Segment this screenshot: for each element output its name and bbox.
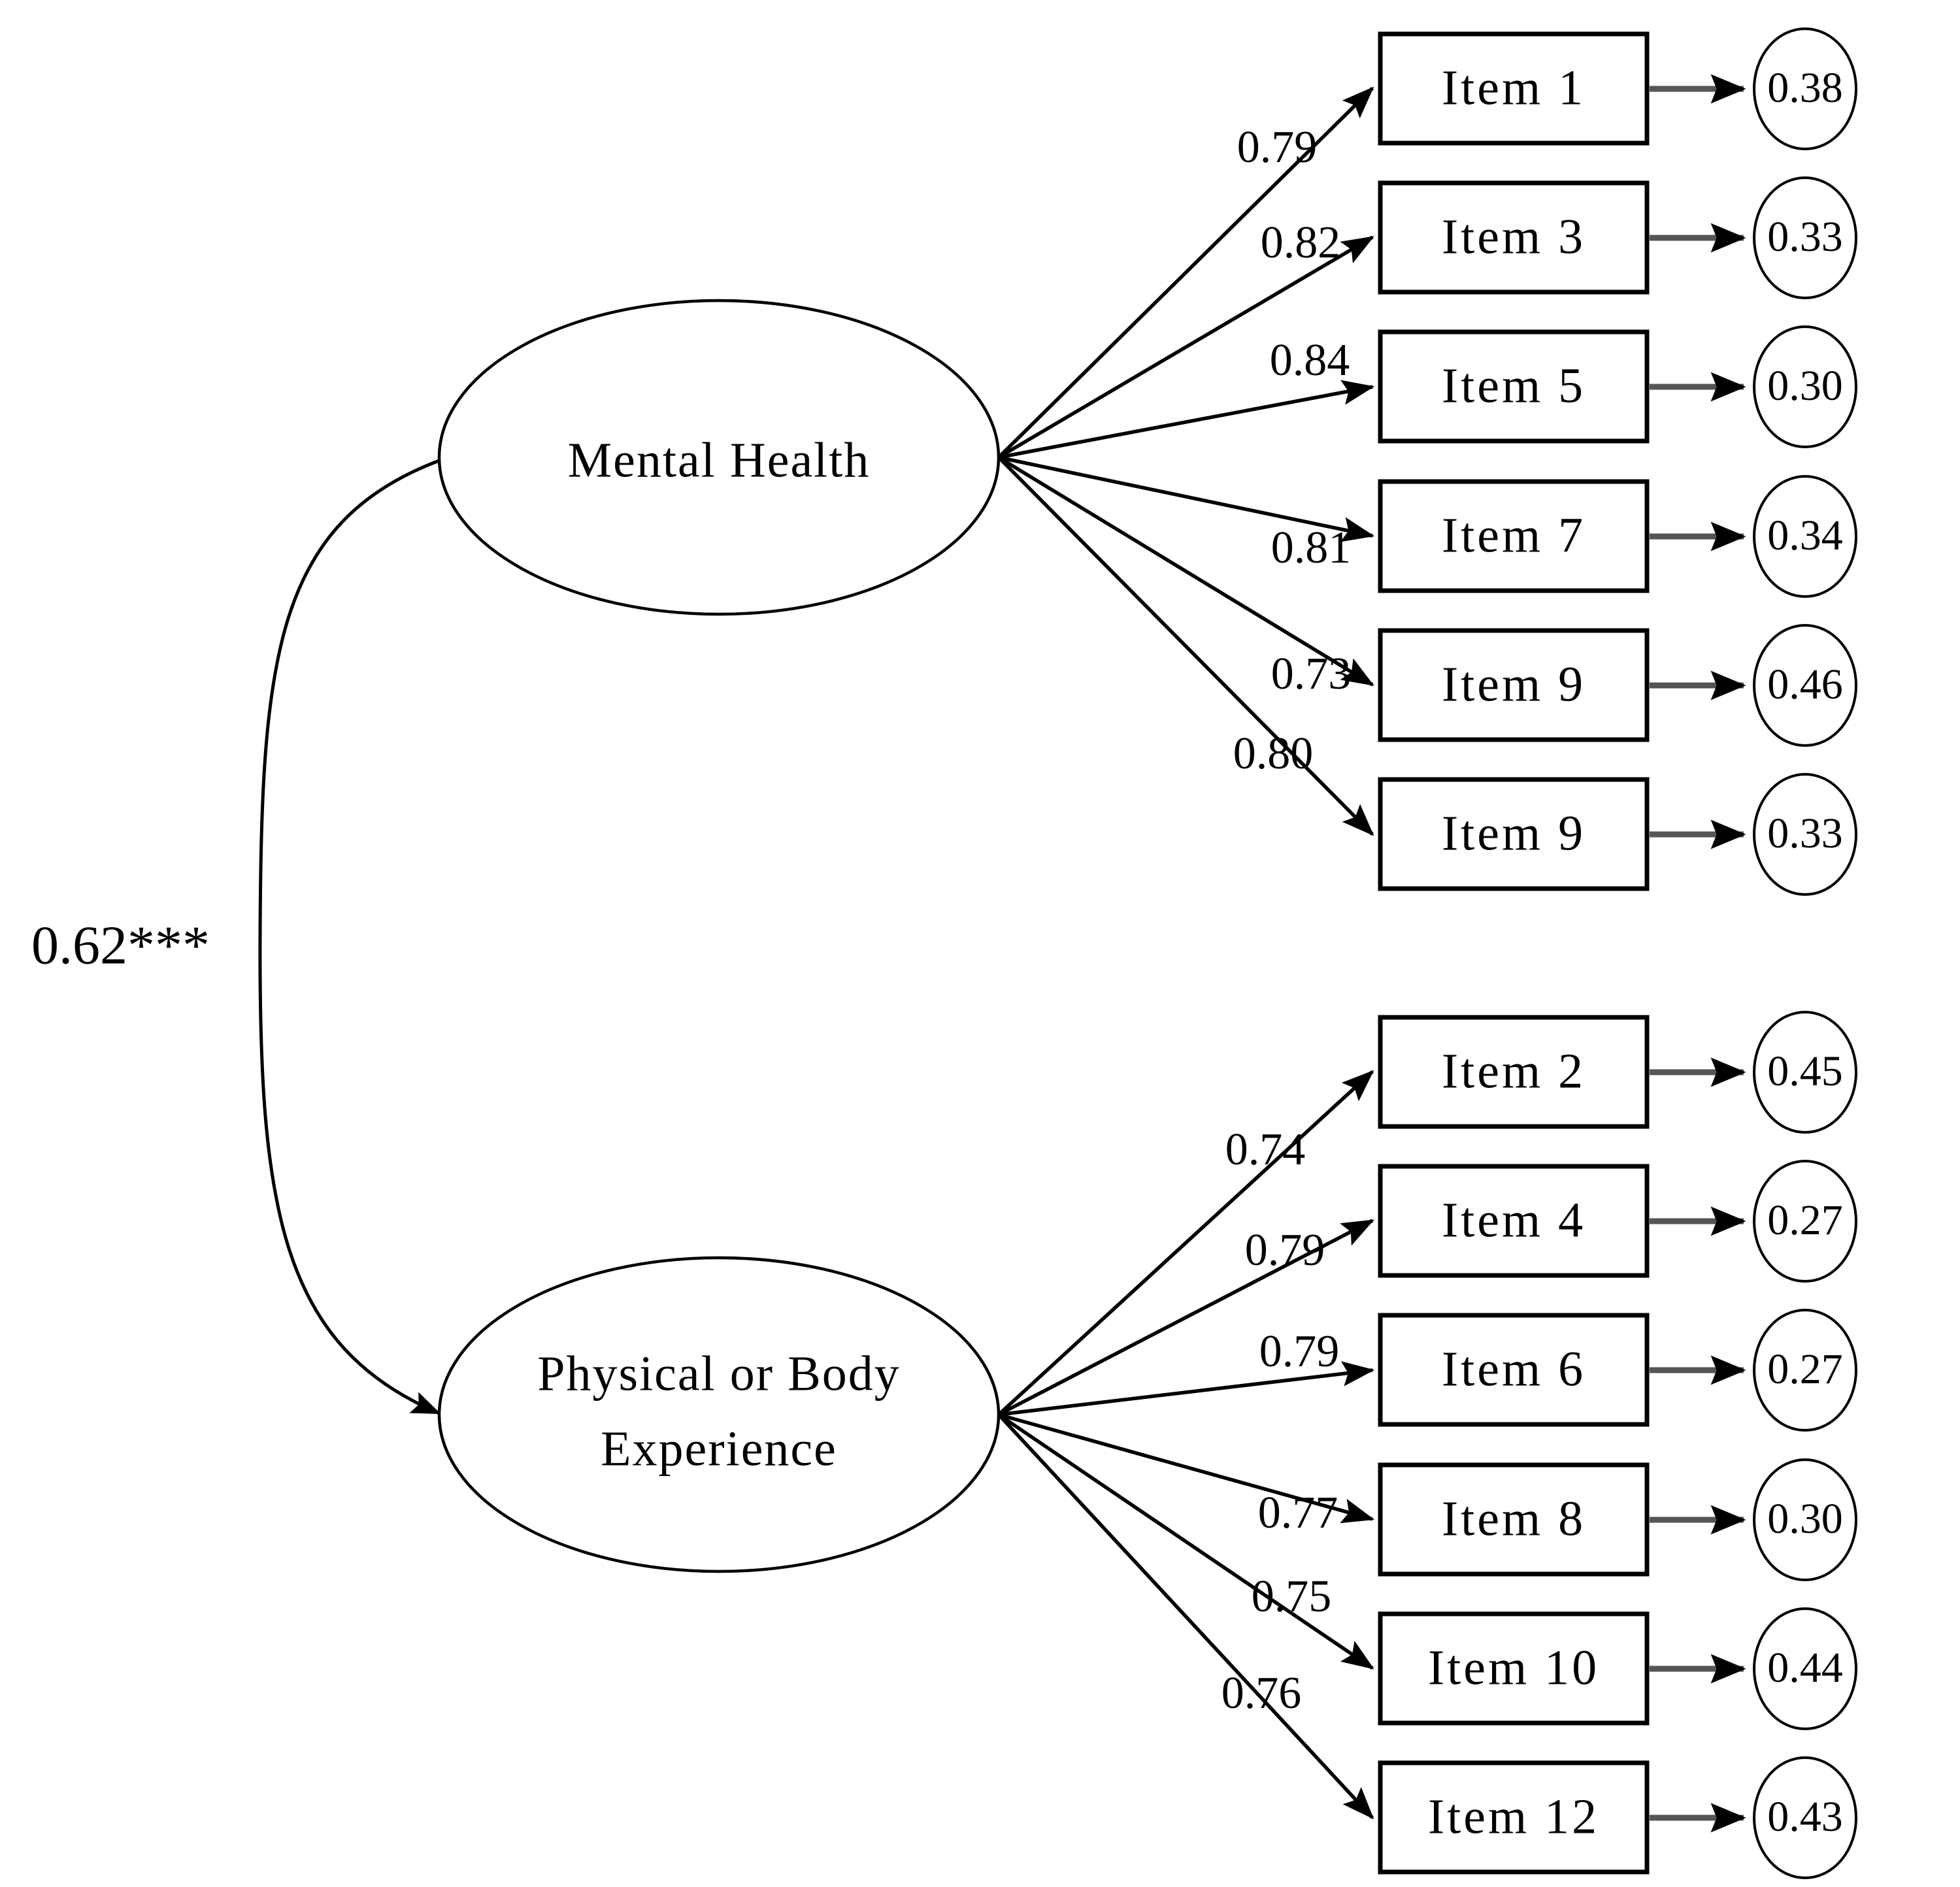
- item-label-3: Item 3: [1442, 209, 1586, 264]
- residual-label-6: 0.27: [1767, 1345, 1843, 1393]
- loading-path-item-5: [998, 380, 1375, 459]
- item-label-8: Item 8: [1442, 1491, 1586, 1546]
- item-label-1: Item 1: [1442, 60, 1586, 115]
- residual-label-12: 0.43: [1767, 1793, 1843, 1841]
- factor-correlation-label: 0.62***: [31, 915, 210, 976]
- loading-label-8: 0.77: [1258, 1488, 1338, 1538]
- item-label-2: Item 2: [1442, 1043, 1586, 1098]
- item-box-7[interactable]: [1378, 479, 1650, 593]
- loading-path-item-12: [997, 1413, 1374, 1820]
- item-box-6[interactable]: [1378, 1313, 1650, 1427]
- loading-path-item-2: [997, 1070, 1374, 1417]
- loading-path-item-8: [998, 1413, 1375, 1524]
- residual-label-5: 0.30: [1767, 362, 1843, 410]
- item-label-4: Item 4: [1442, 1192, 1586, 1247]
- residual-label-2: 0.45: [1767, 1047, 1843, 1095]
- item-label-9b: Item 9: [1442, 806, 1586, 861]
- loading-path-item-4: [997, 1219, 1374, 1417]
- residual-label-3: 0.33: [1767, 213, 1843, 261]
- item-label-9a: Item 9: [1442, 657, 1586, 712]
- item-box-12[interactable]: [1378, 1760, 1650, 1875]
- item-label-6: Item 6: [1442, 1341, 1586, 1396]
- item-box-1[interactable]: [1378, 31, 1650, 146]
- residual-ellipse-2[interactable]: [1753, 1011, 1857, 1134]
- residual-ellipse-10[interactable]: [1753, 1607, 1857, 1730]
- loading-path-item-10: [997, 1413, 1374, 1670]
- item-box-3[interactable]: [1378, 180, 1650, 295]
- loading-label-2: 0.74: [1225, 1124, 1306, 1175]
- residual-label-9a: 0.46: [1767, 661, 1843, 708]
- loading-path-item-6: [998, 1361, 1375, 1417]
- residual-ellipse-6[interactable]: [1753, 1309, 1857, 1432]
- factor-correlation-arrow: [258, 440, 469, 1415]
- loading-path-item-7: [998, 455, 1375, 542]
- latent-label-physical-body-experience-line2: Experience: [601, 1421, 837, 1476]
- residual-label-10: 0.44: [1767, 1644, 1843, 1692]
- latent-label-mental-health: Mental Health: [568, 433, 871, 487]
- residual-ellipse-8[interactable]: [1753, 1458, 1857, 1581]
- residual-ellipse-9a[interactable]: [1753, 624, 1857, 747]
- residual-ellipse-5[interactable]: [1753, 325, 1857, 448]
- loading-path-item-9b: [997, 456, 1374, 836]
- item-label-10: Item 10: [1428, 1640, 1599, 1695]
- loading-label-9a: 0.73: [1271, 649, 1352, 699]
- residual-label-4: 0.27: [1767, 1196, 1843, 1244]
- item-label-7: Item 7: [1442, 508, 1586, 563]
- loading-label-9b: 0.80: [1233, 729, 1314, 779]
- latent-label-physical-body-experience-line1: Physical or Body: [537, 1346, 901, 1401]
- residual-label-7: 0.34: [1767, 512, 1843, 559]
- loading-label-3: 0.82: [1261, 218, 1341, 268]
- item-box-5[interactable]: [1378, 329, 1650, 444]
- loading-label-10: 0.75: [1252, 1571, 1332, 1622]
- loading-label-5: 0.84: [1270, 335, 1350, 386]
- item-box-8[interactable]: [1378, 1462, 1650, 1577]
- loading-label-6: 0.79: [1259, 1326, 1340, 1377]
- item-label-5: Item 5: [1442, 358, 1586, 413]
- loading-label-4: 0.79: [1245, 1225, 1325, 1275]
- residual-ellipse-4[interactable]: [1753, 1160, 1857, 1283]
- loading-label-1: 0.79: [1237, 122, 1318, 172]
- residual-label-1: 0.38: [1767, 64, 1843, 112]
- item-box-9a[interactable]: [1378, 628, 1650, 742]
- residual-ellipse-7[interactable]: [1753, 475, 1857, 598]
- loading-label-7: 0.81: [1271, 523, 1352, 573]
- loading-path-item-3: [997, 235, 1374, 459]
- item-box-4[interactable]: [1378, 1164, 1650, 1278]
- item-box-9b[interactable]: [1378, 777, 1650, 891]
- residual-ellipse-12[interactable]: [1753, 1756, 1857, 1879]
- loading-path-item-1: [997, 86, 1374, 459]
- residual-label-9b: 0.33: [1767, 810, 1843, 857]
- residual-ellipse-3[interactable]: [1753, 176, 1857, 299]
- residual-ellipse-1[interactable]: [1753, 27, 1857, 150]
- item-box-10[interactable]: [1378, 1611, 1650, 1726]
- item-label-12: Item 12: [1428, 1789, 1599, 1844]
- residual-ellipse-9b[interactable]: [1753, 773, 1857, 896]
- latent-ellipse-physical-body-experience[interactable]: [437, 1256, 1001, 1573]
- loading-path-item-9a: [997, 455, 1374, 687]
- item-box-2[interactable]: [1378, 1015, 1650, 1129]
- loading-label-12: 0.76: [1221, 1668, 1302, 1718]
- residual-label-8: 0.30: [1767, 1495, 1843, 1543]
